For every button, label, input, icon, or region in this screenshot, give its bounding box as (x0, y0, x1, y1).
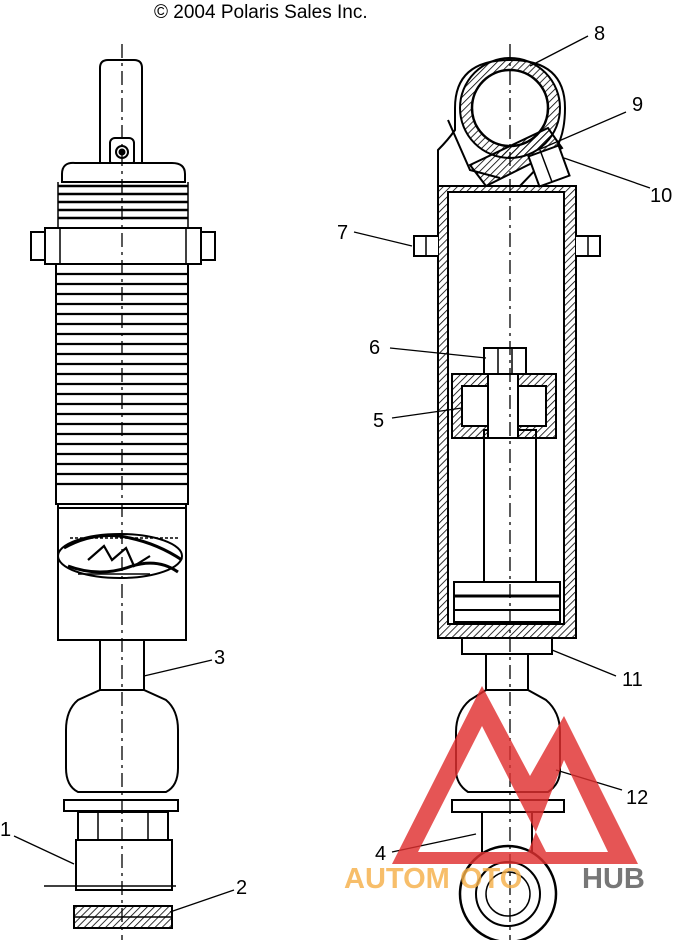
callout-6: 6 (369, 337, 380, 359)
callout-11: 11 (622, 669, 643, 691)
callout-1: 1 (0, 819, 11, 841)
callout-labels: 1 2 3 4 5 6 7 8 9 10 11 12 (0, 23, 672, 899)
watermark-text-autom: AUTOM (344, 863, 450, 895)
leader-3 (143, 659, 213, 677)
callout-9: 9 (632, 94, 643, 116)
leader-6 (389, 347, 487, 359)
leader-2 (169, 889, 235, 913)
leader-7 (353, 231, 413, 247)
leader-10 (563, 157, 651, 189)
callout-3: 3 (214, 647, 225, 669)
upper-spring-threads (58, 184, 188, 220)
shock-logo-decal (57, 533, 183, 579)
leader-1 (13, 835, 75, 865)
leader-11 (551, 649, 617, 677)
watermark-text-oto: OTO (460, 863, 522, 895)
callout-12: 12 (626, 787, 648, 809)
main-spring-threads (56, 272, 188, 486)
callout-7: 7 (337, 222, 348, 244)
leader-8 (529, 35, 589, 67)
copyright-text: © 2004 Polaris Sales Inc. (154, 2, 368, 23)
leader-5 (391, 407, 463, 419)
callout-4: 4 (375, 843, 386, 865)
callout-10: 10 (650, 185, 672, 207)
callout-8: 8 (594, 23, 605, 45)
callout-2: 2 (236, 877, 247, 899)
watermark-text-hub: HUB (582, 863, 645, 895)
watermark-logo: AUTOM OTO HUB (344, 686, 645, 895)
callout-5: 5 (373, 410, 384, 432)
right-shock-assembly (413, 44, 601, 944)
left-shock-assembly (30, 44, 216, 940)
leader-9 (537, 111, 627, 151)
watermark-triangles (392, 686, 638, 864)
